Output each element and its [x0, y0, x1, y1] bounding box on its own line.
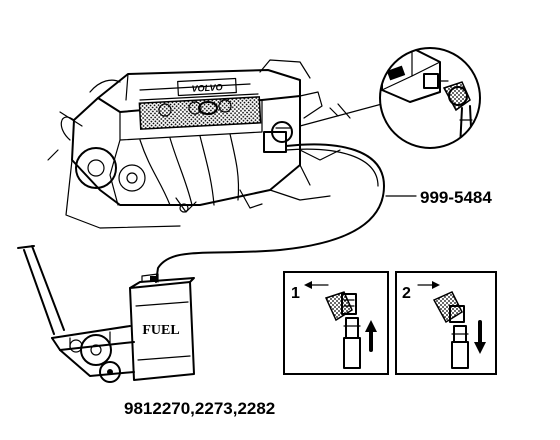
arrow-left-icon	[304, 281, 329, 289]
arrow-up-icon	[365, 320, 377, 352]
step-2-panel: 2	[395, 271, 497, 375]
hose-part-number: 999-5484	[420, 188, 492, 207]
step-1-number: 1	[291, 285, 300, 302]
engine-logo: VOLVO	[191, 82, 222, 94]
step-1-panel: 1	[283, 271, 389, 375]
tank-marking: FUEL	[142, 323, 179, 338]
fuel-hose	[155, 143, 385, 283]
tank-part-numbers: 9812270,2273,2282	[124, 399, 275, 418]
arrow-right-icon	[417, 281, 440, 289]
tank-trolley	[17, 245, 135, 383]
fuel-tank: FUEL	[129, 273, 195, 381]
connector-detail-view	[379, 47, 481, 149]
engine: VOLVO	[47, 59, 383, 229]
step-2-number: 2	[402, 285, 411, 302]
arrow-down-icon	[474, 320, 486, 354]
